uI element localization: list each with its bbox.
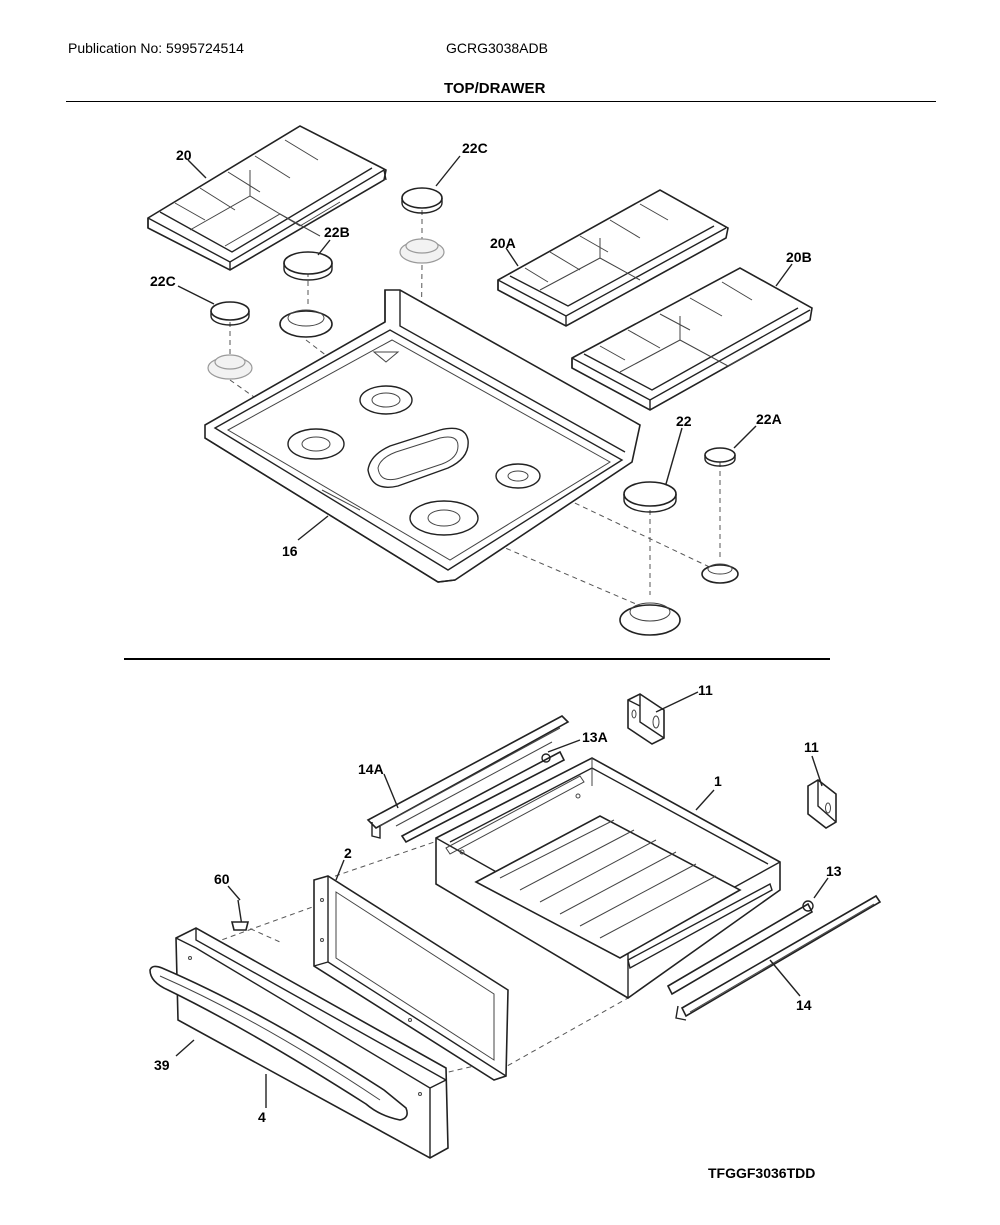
cooktop-16 — [204, 289, 641, 583]
screw-60 — [230, 899, 250, 931]
label-22c-left: 22C — [150, 273, 176, 289]
section-title: TOP/DRAWER — [444, 80, 546, 97]
grate-20 — [147, 125, 387, 271]
label-22: 22 — [676, 413, 692, 429]
label-13: 13 — [826, 863, 842, 879]
header-rule — [66, 101, 936, 102]
drawing-code: TFGGF3036TDD — [708, 1165, 815, 1181]
burner-cap-22c-left — [210, 301, 250, 326]
label-20a: 20A — [490, 235, 516, 251]
slide-14a — [366, 715, 570, 844]
label-16: 16 — [282, 543, 298, 559]
burner-head-22 — [619, 602, 681, 636]
label-60: 60 — [214, 871, 230, 887]
drawer-inner-panel-2 — [313, 875, 509, 1081]
label-39: 39 — [154, 1057, 170, 1073]
burner-cap-22c-top — [401, 187, 443, 214]
label-1: 1 — [714, 773, 722, 789]
label-14a: 14A — [358, 761, 384, 777]
label-22a: 22A — [756, 411, 782, 427]
label-20b: 20B — [786, 249, 812, 265]
handle-39 — [149, 965, 408, 1121]
slide-14 — [666, 894, 882, 1021]
publication-number: Publication No: 5995724514 — [68, 40, 244, 56]
label-11-right: 11 — [804, 739, 819, 755]
label-14: 14 — [796, 997, 812, 1013]
bracket-11-top — [627, 693, 665, 745]
burner-head-left — [207, 354, 253, 380]
burner-cap-22a — [704, 447, 736, 467]
burner-cap-22b — [283, 251, 333, 281]
label-11-top: 11 — [698, 682, 713, 698]
burner-head-22a — [701, 563, 739, 584]
label-20: 20 — [176, 147, 192, 163]
burner-head-22b — [279, 309, 333, 338]
model-number: GCRG3038ADB — [446, 40, 548, 56]
label-2: 2 — [344, 845, 352, 861]
section-divider — [124, 658, 830, 660]
grate-20a — [497, 189, 729, 327]
drawer-box-1 — [435, 757, 781, 999]
label-22b: 22B — [324, 224, 350, 240]
top-leader-lines — [177, 155, 793, 541]
burner-cap-22 — [623, 481, 677, 513]
label-22c-top: 22C — [462, 140, 488, 156]
label-4: 4 — [258, 1109, 266, 1125]
label-13a: 13A — [582, 729, 608, 745]
bracket-11-right — [807, 779, 837, 829]
drawer-leader-lines — [175, 691, 829, 1108]
grate-20b — [571, 267, 813, 411]
burner-head-top — [399, 238, 445, 264]
